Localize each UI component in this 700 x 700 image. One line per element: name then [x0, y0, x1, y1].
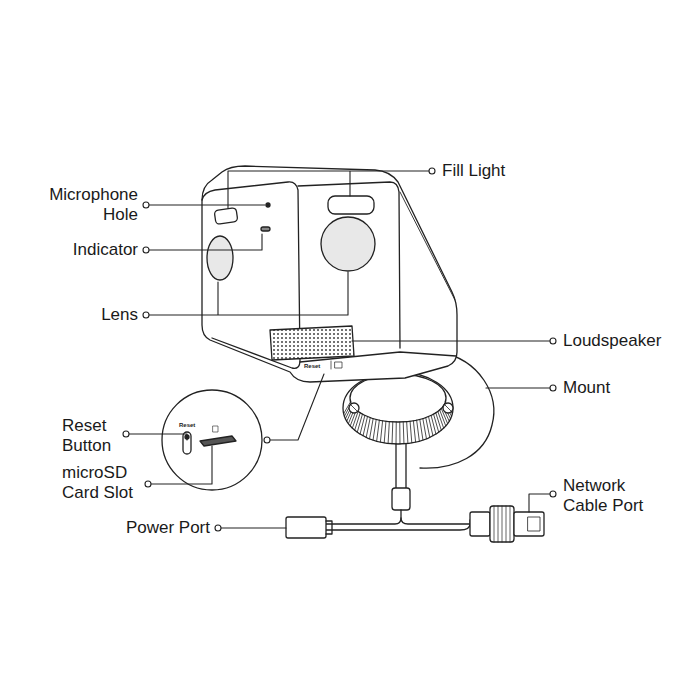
- part-label: Loudspeaker: [563, 331, 661, 351]
- knurl-stroke: [352, 411, 358, 428]
- zoom-print: Reset: [179, 422, 195, 429]
- part-label: Power Port: [10, 518, 210, 538]
- knurl-stroke: [373, 419, 376, 440]
- knurl-stroke: [420, 419, 423, 440]
- leader-lines: [129, 171, 550, 528]
- power-cable: [325, 510, 401, 524]
- knurl-stroke: [407, 422, 408, 444]
- knurl-stroke: [434, 414, 439, 432]
- knurl-stroke: [370, 419, 374, 439]
- leader-dots: [123, 168, 556, 531]
- knurl-stroke: [377, 420, 380, 441]
- knurl-stroke: [399, 422, 400, 444]
- knurl-stroke: [380, 421, 382, 442]
- part-label: Network Cable Port: [563, 476, 667, 515]
- mount-ring: [343, 372, 453, 444]
- knurl-stroke: [438, 411, 444, 428]
- knurl-stroke: [413, 421, 415, 442]
- network-connector: [470, 506, 544, 542]
- part-label: Lens: [10, 305, 138, 325]
- knurl-stroke: [360, 415, 365, 434]
- part-label: microSD Card Slot: [62, 463, 144, 502]
- knurl-stroke: [417, 420, 420, 441]
- knurl-stroke: [392, 422, 394, 444]
- knurl-stroke: [403, 422, 405, 444]
- mount-stem: [396, 444, 406, 490]
- camera-body: [202, 166, 457, 382]
- part-label: Fill Light: [442, 161, 505, 181]
- cable-boot: [392, 488, 410, 510]
- knurl-stroke: [357, 414, 362, 432]
- part-label: Microphone Hole: [20, 185, 138, 224]
- part-label: Mount: [563, 378, 610, 398]
- knurl-stroke: [355, 413, 361, 430]
- mount-ring-inner: [350, 374, 446, 422]
- knurl-stroke: [426, 418, 430, 438]
- part-label: Reset Button: [62, 416, 120, 455]
- body-print: Reset: [304, 363, 320, 370]
- knurl-stroke: [388, 422, 389, 444]
- knurl-stroke: [423, 419, 427, 439]
- sd-slot: [200, 436, 236, 446]
- power-port: [286, 517, 326, 538]
- knurl-stroke: [396, 422, 397, 444]
- knurl-stroke: [384, 421, 386, 443]
- knurl-stroke: [436, 413, 442, 430]
- knurl-stroke: [410, 421, 412, 443]
- part-label: Indicator: [10, 240, 138, 260]
